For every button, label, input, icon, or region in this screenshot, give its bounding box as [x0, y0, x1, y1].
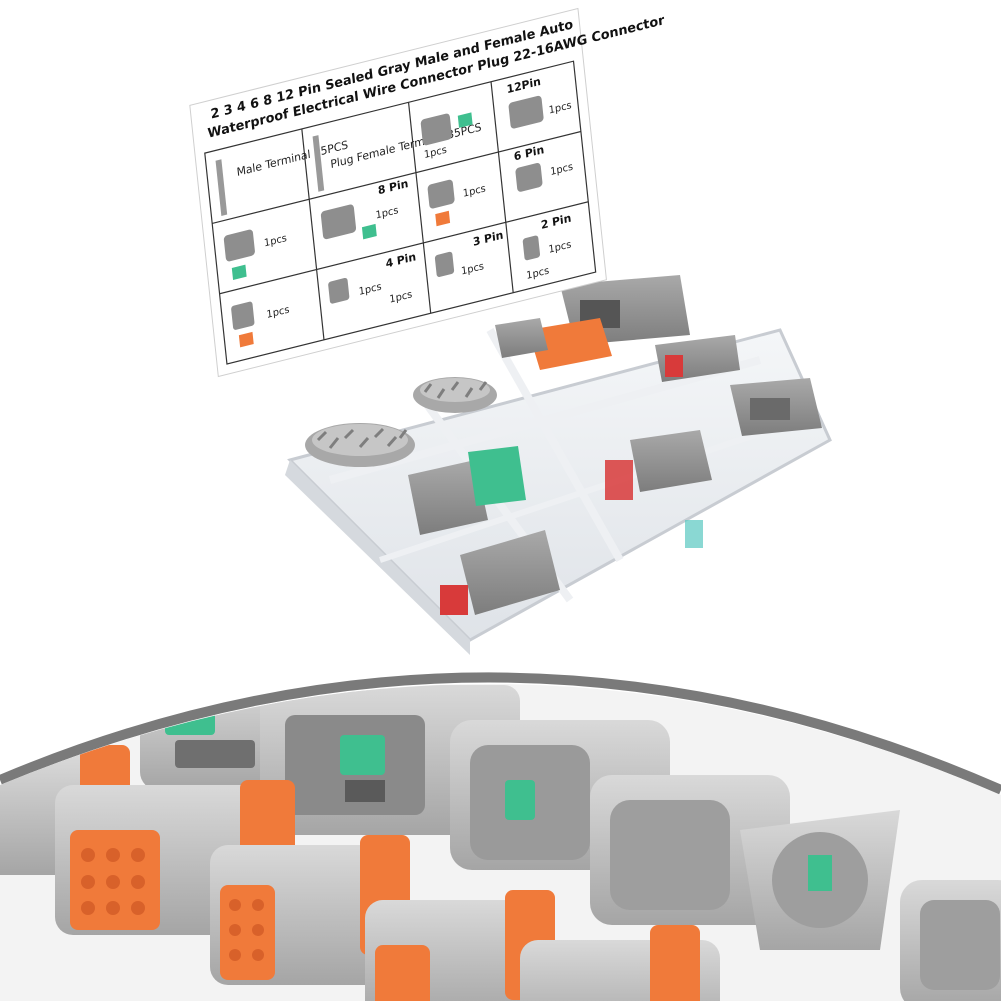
tray-connector-6pin [655, 335, 740, 382]
connector-closeup [0, 683, 1001, 1001]
closeup-connector-round [590, 775, 790, 925]
cell-count: 1pcs [266, 304, 290, 321]
cell-count: 1pcs [526, 265, 550, 282]
cell-8pin: 8 Pin 1pcs 1pcs [223, 177, 409, 281]
cell-12pin: 12Pin 1pcs 1pcs [420, 75, 572, 161]
terminal-pile-female [413, 377, 497, 413]
info-card: 2 3 4 6 8 12 Pin Sealed Gray Male and Fe… [189, 7, 666, 378]
tray-connector-green-wedge [408, 446, 526, 535]
cell-count: 1pcs [548, 100, 572, 117]
tray-body [287, 328, 832, 642]
cell-count: 1pcs [264, 233, 288, 250]
tray-divider [328, 356, 762, 484]
tray-connector-4pin [730, 378, 822, 436]
tray-connector-orange-wedge [495, 318, 612, 370]
tray-connector-bottom [440, 530, 560, 615]
loose-wedge [685, 520, 703, 548]
tray-connector-3pin [605, 430, 712, 500]
tray-edge [285, 460, 470, 655]
cell-count: 1pcs [358, 281, 382, 298]
terminal-pile-male [305, 423, 415, 467]
cell-count: 1pcs [389, 289, 413, 306]
cell-count: 1pcs [461, 261, 485, 278]
cell-count: 1pcs [548, 239, 572, 256]
tray-divider [379, 417, 801, 563]
closeup-connector-triangle [740, 810, 900, 950]
cell-count: 1pcs [375, 205, 399, 222]
closeup-connector-6pin-orange [210, 835, 410, 985]
tray-divider [486, 328, 624, 562]
card-grid [204, 60, 597, 365]
card-sheet [189, 7, 607, 378]
closeup-connector-front-right [520, 925, 720, 1001]
closeup-connector-edge-right [900, 880, 1001, 1001]
cell-count: 1pcs [462, 183, 486, 200]
kit-box [285, 275, 832, 655]
divider-arc [0, 672, 1001, 795]
cell-6pin: 6 Pin 1pcs 1pcs [427, 143, 574, 227]
cell-count: 1pcs [550, 161, 574, 178]
cell-count: 1pcs [424, 144, 448, 161]
